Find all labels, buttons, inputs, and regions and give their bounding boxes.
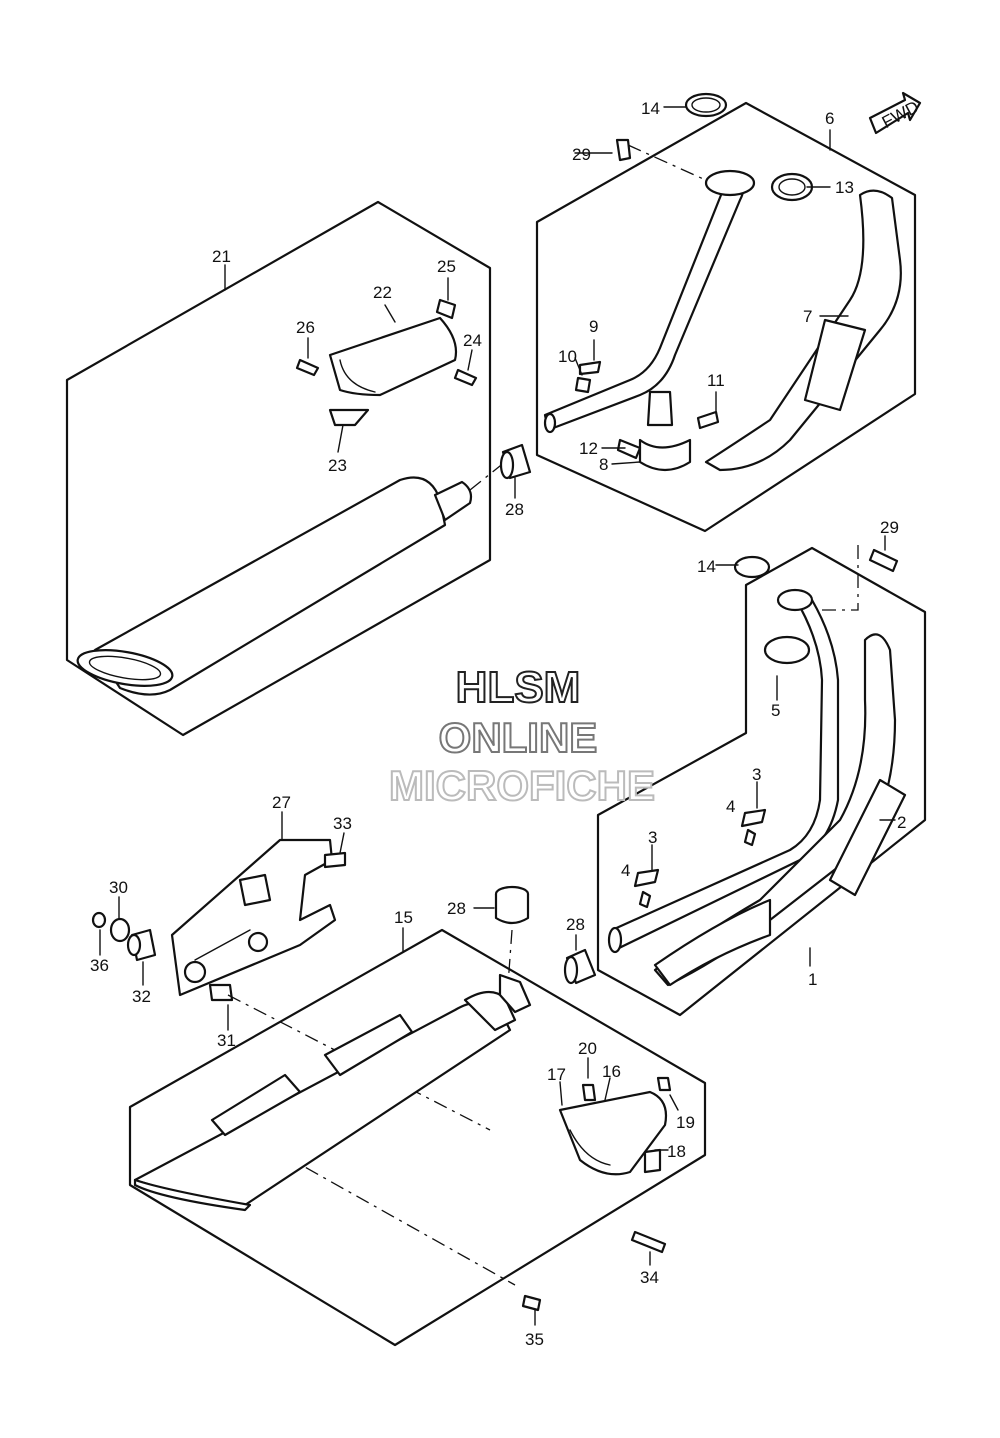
callout-36: 36	[90, 956, 109, 975]
sleeve-28-right	[563, 934, 597, 985]
callout-labels: 1 2 3 3 4 4 5 6 7 8 9 10 11 12 13 14 14 …	[90, 99, 906, 1349]
callout-33: 33	[333, 814, 352, 833]
callout-31: 31	[217, 1031, 236, 1050]
callout-19: 19	[676, 1113, 695, 1132]
callout-3b: 3	[648, 828, 657, 847]
sleeve-28-middle	[473, 885, 530, 986]
callout-12: 12	[579, 439, 598, 458]
callout-28c: 28	[566, 915, 585, 934]
callout-8: 8	[599, 455, 608, 474]
fwd-arrow-icon: FWD	[868, 91, 922, 135]
callout-26: 26	[296, 318, 315, 337]
callout-16: 16	[602, 1062, 621, 1081]
callout-2: 2	[897, 813, 906, 832]
callout-18: 18	[667, 1142, 686, 1161]
callout-34: 34	[640, 1268, 659, 1287]
callout-14a: 14	[641, 99, 660, 118]
callout-6: 6	[825, 109, 834, 128]
rear-pipe-group-1	[596, 535, 927, 1017]
callout-28a: 28	[505, 500, 524, 519]
watermark: HLSM ONLINE MICROFICHE	[388, 662, 656, 810]
watermark-line1: HLSM	[456, 663, 581, 712]
lower-muffler-group-15	[128, 927, 707, 1347]
callout-29b: 29	[880, 518, 899, 537]
callout-15: 15	[394, 908, 413, 927]
watermark-line2: ONLINE	[439, 714, 598, 761]
front-pipe-group-6	[535, 92, 917, 533]
bracket-group-27	[91, 811, 347, 1031]
watermark-line3: MICROFICHE	[389, 762, 655, 809]
callout-27: 27	[272, 793, 291, 812]
callout-3a: 3	[752, 765, 761, 784]
callout-9: 9	[589, 317, 598, 336]
callout-23: 23	[328, 456, 347, 475]
callout-14b: 14	[697, 557, 716, 576]
callout-29a: 29	[572, 145, 591, 164]
callout-1: 1	[808, 970, 817, 989]
callout-20: 20	[578, 1039, 597, 1058]
callout-4a: 4	[726, 797, 735, 816]
callout-22: 22	[373, 283, 392, 302]
callout-4b: 4	[621, 861, 630, 880]
callout-10: 10	[558, 347, 577, 366]
callout-35: 35	[525, 1330, 544, 1349]
callout-17: 17	[547, 1065, 566, 1084]
callout-21: 21	[212, 247, 231, 266]
callout-28b: 28	[447, 899, 466, 918]
callout-30: 30	[109, 878, 128, 897]
sleeve-28-top	[499, 443, 532, 499]
callout-11: 11	[707, 371, 725, 390]
muffler-group-21	[65, 200, 506, 737]
callout-7: 7	[803, 307, 812, 326]
callout-25: 25	[437, 257, 456, 276]
callout-24: 24	[463, 331, 482, 350]
callout-13: 13	[835, 178, 854, 197]
callout-32: 32	[132, 987, 151, 1006]
callout-5: 5	[771, 701, 780, 720]
